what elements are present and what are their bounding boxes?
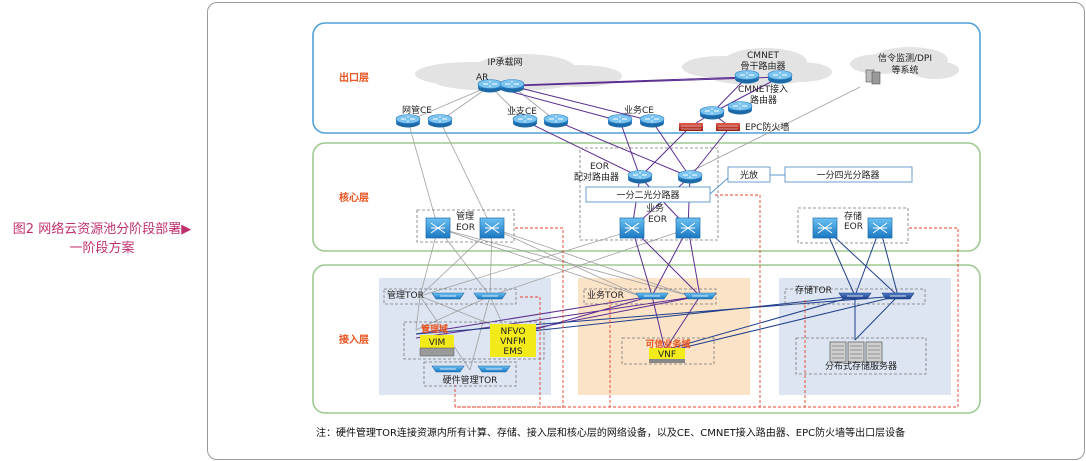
service-eor-label-1: 业务 bbox=[646, 202, 664, 214]
hw-mgmt-tor-label: 硬件管理TOR bbox=[443, 374, 498, 386]
vim-server-icon bbox=[419, 347, 455, 357]
access-layer-label: 接入层 bbox=[339, 333, 369, 346]
epc-firewall-icons bbox=[679, 123, 740, 131]
mgmt-eor-label-2: EOR bbox=[456, 223, 475, 233]
caption-line1: 图2 网络云资源池分阶段部署 bbox=[12, 222, 182, 237]
hw-mgmt-links bbox=[454, 194, 959, 408]
core-layer-label: 核心层 bbox=[339, 191, 369, 204]
splitter-2-box bbox=[585, 186, 711, 203]
vnf-server-icon bbox=[649, 359, 685, 363]
vim-label: VIM bbox=[429, 338, 446, 348]
storage-tor-label: 存储TOR bbox=[795, 284, 832, 296]
eor-pair-label-2: 配对路由器 bbox=[574, 171, 619, 183]
mgmt-links bbox=[407, 85, 861, 371]
bizsup-ce-label: 业支CE bbox=[507, 105, 537, 117]
vim-box bbox=[420, 335, 454, 348]
group-boxes bbox=[383, 147, 927, 387]
figure-caption: 图2 网络云资源池分阶段部署▶ 一阶段方案 bbox=[0, 220, 204, 258]
epc-fw-label: EPC防火墙 bbox=[745, 121, 789, 133]
service-tor-label: 业务TOR bbox=[587, 289, 624, 301]
eor-pair-label-1: EOR bbox=[590, 162, 609, 172]
dist-storage-label: 分布式存储服务器 bbox=[825, 360, 897, 372]
ar-label: AR bbox=[476, 73, 488, 83]
caption-arrow: ▶ bbox=[181, 222, 192, 237]
nfvo-label: NFVO bbox=[501, 327, 526, 337]
storage-server-icons bbox=[829, 341, 883, 363]
exit-layer-label: 出口层 bbox=[339, 71, 369, 84]
splitter-4-label: 一分四光分路器 bbox=[816, 169, 879, 181]
cmnet-label-1: CMNET bbox=[747, 51, 779, 61]
cmnet-access-label-2: 路由器 bbox=[750, 94, 777, 106]
footnote: 注：硬件管理TOR连接资源内所有计算、存储、接入层和核心层的网络设备，以及CE、… bbox=[316, 428, 906, 439]
signal-label-1: 信令监测/DPI bbox=[878, 52, 932, 64]
ip-bearer-label: IP承载网 bbox=[487, 56, 522, 68]
trusted-domain-label: 可信业务域 bbox=[645, 338, 690, 350]
storage-eor-label-2: EOR bbox=[844, 222, 863, 232]
signal-server-icon bbox=[865, 69, 881, 85]
optical-amp-box bbox=[727, 166, 771, 183]
exit-layer-panel bbox=[312, 22, 981, 134]
cmnet-access-label-1: CMNET接入 bbox=[738, 83, 788, 95]
splitter-4-box bbox=[784, 166, 913, 183]
vnfm-label: VNFM bbox=[500, 337, 526, 347]
mgmt-domain-label: 管理域 bbox=[421, 323, 448, 335]
service-ce-label: 业务CE bbox=[624, 104, 654, 116]
signal-label-2: 等系统 bbox=[891, 64, 918, 76]
service-eor-label-2: EOR bbox=[648, 215, 667, 225]
storage-eor-label-1: 存储 bbox=[844, 210, 862, 222]
vnf-label: VNF bbox=[658, 350, 676, 360]
signal-cloud bbox=[850, 47, 959, 79]
mgmt-ce-label: 网管CE bbox=[402, 104, 432, 116]
cmnet-label-2: 骨干路由器 bbox=[740, 60, 785, 72]
optical-amp-label: 光放 bbox=[740, 169, 758, 181]
splitter-2-label: 一分二光分路器 bbox=[616, 189, 679, 201]
nfvo-stack-box bbox=[490, 324, 536, 357]
mgmt-eor-label-1: 管理 bbox=[456, 210, 474, 222]
caption-line2: 一阶段方案 bbox=[69, 241, 135, 256]
ems-label: EMS bbox=[503, 347, 522, 357]
ip-bearer-cloud bbox=[415, 54, 622, 91]
vnf-box bbox=[649, 348, 685, 359]
mgmt-tor-label: 管理TOR bbox=[387, 289, 424, 301]
